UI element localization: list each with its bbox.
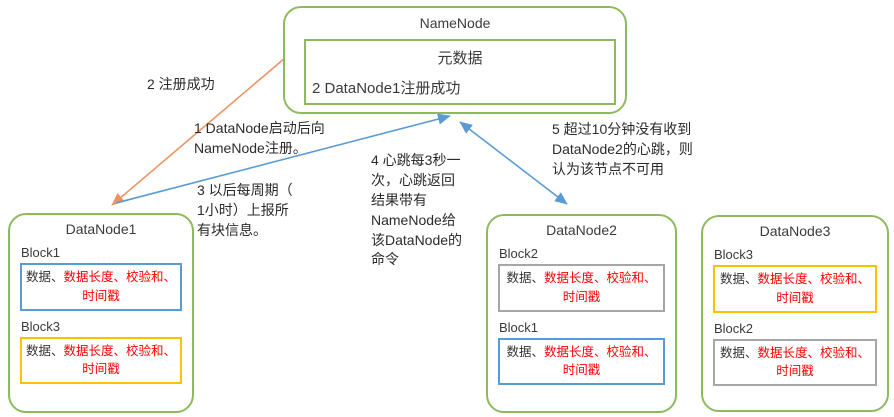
block-data-prefix: 数据、 [719,272,758,286]
block-data-prefix: 数据、 [506,344,544,359]
block-label: Block2 [499,246,539,261]
block-label: Block1 [21,245,61,260]
block-label: Block2 [714,320,754,336]
block-data-detail: 数据长度、校验和、时间戳 [63,343,177,377]
namenode-metadata-box: 元数据 2 DataNode1注册成功 [304,39,616,105]
block-data-box: 数据、数据长度、校验和、时间戳 [498,337,665,385]
block-data-detail: 数据长度、校验和、时间戳 [544,344,657,378]
metadata-label: 元数据 [437,50,483,67]
datanode1-title: DataNode1 [65,221,137,237]
block-data-prefix: 数据、 [25,343,64,358]
block-data-prefix: 数据、 [719,345,758,360]
datanode2-title: DataNode2 [546,222,617,238]
block-data-box: 数据、数据长度、校验和、时间戳 [20,336,182,384]
block-data-box: 数据、数据长度、校验和、时间戳 [498,264,665,312]
note-register: 1 DataNode启动后向 NameNode注册。 [194,120,325,156]
namenode-status-message: 2 DataNode1注册成功 [312,80,461,97]
note-register-success: 2 注册成功 [147,76,215,92]
block-data-detail: 数据长度、校验和、时间戳 [757,272,871,305]
block-data-box: 数据、数据长度、校验和、时间戳 [713,338,877,386]
block-data-detail: 数据长度、校验和、时间戳 [544,271,657,304]
namenode-box: NameNode 元数据 2 DataNode1注册成功 [283,6,627,114]
block-label: Block3 [714,247,754,262]
datanode1-box: DataNode1 Block1 数据、数据长度、校验和、时间戳 Block3 … [8,213,194,413]
block-data-box: 数据、数据长度、校验和、时间戳 [713,265,877,313]
note-heartbeat: 4 心跳每3秒一 次，心跳返回 结果带有 NameNode给 该DataNode… [371,152,463,268]
note-block-report: 3 以后每周期（ 1小时）上报所 有块信息。 [197,182,293,238]
arrow-heartbeat [459,121,568,205]
datanode3-box: DataNode3 Block3 数据、数据长度、校验和、时间戳 Block2 … [701,215,889,412]
datanode3-title: DataNode3 [759,223,831,239]
note-timeout: 5 超过10分钟没有收到 DataNode2的心跳，则 认为该节点不可用 [552,121,693,177]
block-data-detail: 数据长度、校验和、时间戳 [63,270,177,303]
block-label: Block3 [21,318,61,334]
block-data-prefix: 数据、 [25,270,64,284]
block-data-prefix: 数据、 [506,271,544,285]
block-data-box: 数据、数据长度、校验和、时间戳 [20,263,182,311]
block-label: Block1 [499,319,539,335]
datanode2-box: DataNode2 Block2 数据、数据长度、校验和、时间戳 Block1 … [486,214,677,413]
namenode-title: NameNode [419,15,491,31]
block-data-detail: 数据长度、校验和、时间戳 [757,345,871,379]
